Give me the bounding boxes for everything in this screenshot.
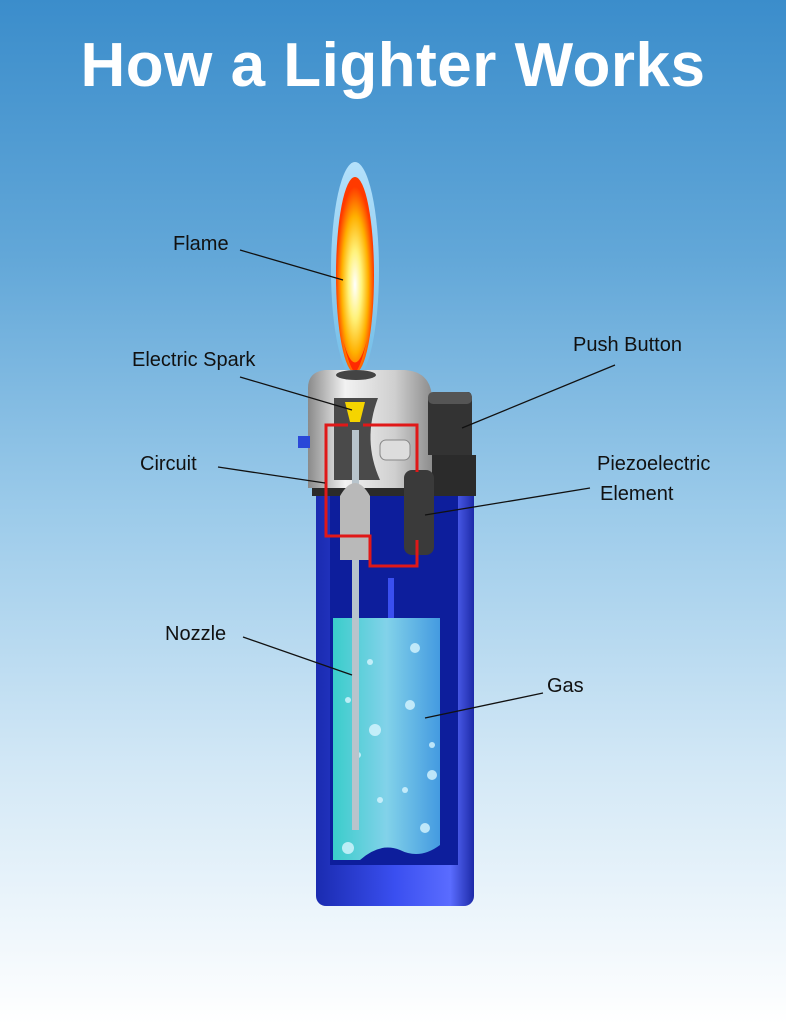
gas-bubbles [342, 643, 437, 854]
label-electric-spark: Electric Spark [132, 349, 256, 371]
label-flame: Flame [173, 233, 229, 255]
label-piezoelectric: Piezoelectric [597, 453, 711, 475]
label-push-button: Push Button [573, 334, 682, 356]
label-circuit: Circuit [140, 453, 197, 475]
nozzle [340, 402, 370, 830]
label-nozzle: Nozzle [165, 623, 227, 645]
leader-lines [217, 249, 616, 719]
spark [345, 402, 365, 422]
circuit-wire [324, 423, 419, 568]
flame [331, 162, 379, 378]
diagram-title: How a Lighter Works [80, 31, 706, 100]
gas-liquid [333, 618, 440, 860]
label-element: Element [600, 483, 674, 505]
push-button [428, 392, 472, 455]
piezoelectric-element [404, 470, 434, 555]
label-gas: Gas [547, 675, 584, 697]
